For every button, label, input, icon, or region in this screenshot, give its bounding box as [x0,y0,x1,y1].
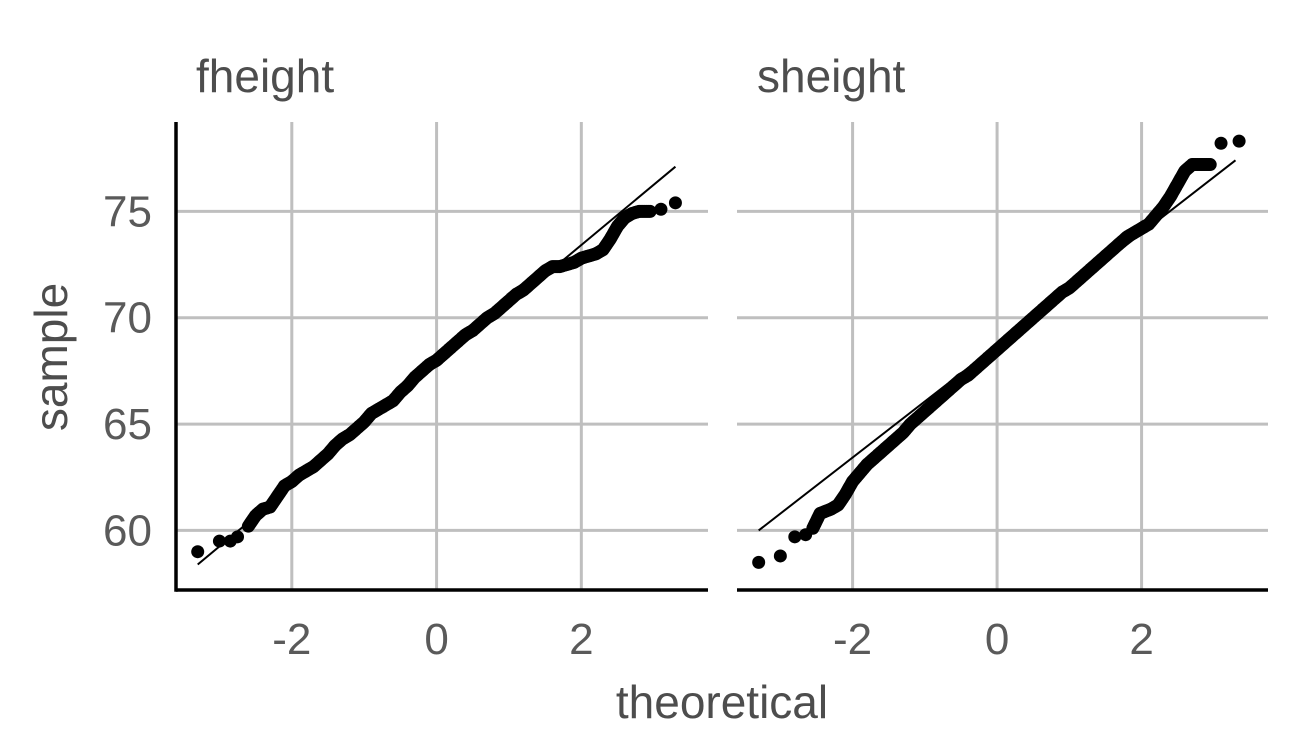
x-tick-label: -2 [272,615,311,664]
y-tick-label: 70 [103,294,152,343]
y-tick-label: 60 [103,506,152,555]
panel-title: sheight [757,50,906,102]
data-point [231,530,245,544]
data-point [752,555,766,569]
data-point [668,196,682,210]
data-point [643,204,657,218]
x-tick-label: 0 [424,615,448,664]
y-tick-label: 65 [103,400,152,449]
x-axis-title: theoretical [616,676,828,728]
data-point [788,530,802,544]
x-tick-label: 0 [985,615,1009,664]
panel-title: fheight [196,50,334,102]
x-tick-label: 2 [1129,615,1153,664]
x-tick-label: -2 [833,615,872,664]
y-tick-labels: 60 65 70 75 [103,187,152,555]
data-point [212,534,226,548]
data-point [654,202,668,216]
data-point [1203,158,1217,172]
x-tick-label: 2 [569,615,593,664]
panel-sheight: -2 0 2 sheight [737,50,1268,664]
y-axis-title: sample [25,283,77,431]
data-point [773,549,787,563]
data-point [1232,134,1246,148]
panel-fheight: -2 0 2 fheight [174,50,708,664]
data-point [191,545,205,559]
y-tick-label: 75 [103,187,152,236]
data-point [1214,136,1228,150]
